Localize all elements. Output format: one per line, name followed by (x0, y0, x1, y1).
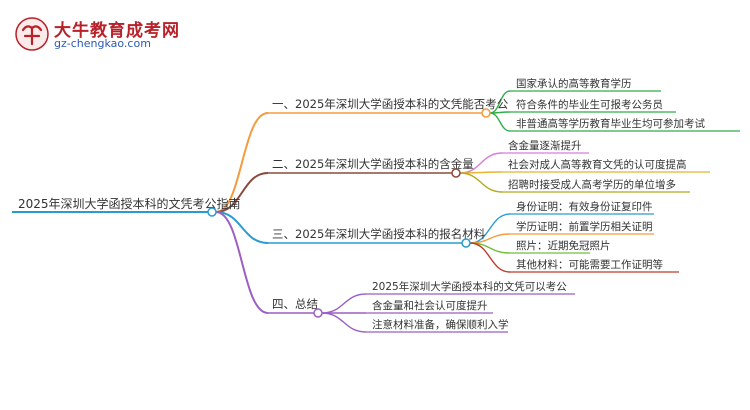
root-to-branch-4-edge (215, 211, 269, 314)
branch-4-label: 四、总结 (272, 297, 318, 311)
root-node-label: 2025年深圳大学函授本科的文凭考公指南 (18, 196, 241, 211)
branch-4-leaf-1-label: 2025年深圳大学函授本科的文凭可以考公 (372, 280, 567, 293)
root-to-branch-3-edge (215, 211, 269, 244)
branch-2-leaf-3-edge (459, 172, 503, 193)
root-to-branch-1-edge (215, 112, 269, 213)
branch-3-label: 三、2025年深圳大学函授本科的报名材料 (272, 227, 486, 241)
logo-url: gz-chengkao.com (54, 37, 151, 50)
branch-4-leaf-3-label: 注意材料准备，确保顺利入学 (372, 318, 509, 331)
branch-1-label: 一、2025年深圳大学函授本科的文凭能否考公 (272, 97, 509, 111)
branch-2-leaf-1-label: 含金量逐渐提升 (508, 139, 582, 152)
branch-3-leaf-4-label: 其他材料：可能需要工作证明等 (516, 258, 663, 271)
branch-3-leaf-4-edge (469, 242, 511, 273)
branch-2-label: 二、2025年深圳大学函授本科的含金量 (272, 157, 474, 171)
root-node-knob[interactable] (207, 207, 217, 217)
bull-logo-icon (15, 17, 49, 51)
logo-title: 大牛教育成考网 (54, 21, 180, 41)
branch-3-leaf-3-label: 照片：近期免冠照片 (516, 239, 611, 252)
branch-3-knob[interactable] (461, 238, 471, 248)
site-logo[interactable]: 大牛教育成考网 gz-chengkao.com (14, 14, 179, 54)
branch-3-leaf-2-label: 学历证明：前置学历相关证明 (516, 220, 653, 233)
branch-1-knob[interactable] (481, 108, 491, 118)
branch-4-leaf-2-label: 含金量和社会认可度提升 (372, 299, 488, 312)
branch-3-leaf-1-label: 身份证明：有效身份证复印件 (516, 200, 653, 213)
branch-4-knob[interactable] (313, 308, 323, 318)
branch-4-leaf-1-edge (321, 293, 367, 314)
root-to-branch-2-edge (215, 172, 269, 213)
branch-1-leaf-3-edge (489, 112, 511, 132)
branch-2-leaf-3-label: 招聘时接受成人高考学历的单位增多 (508, 178, 676, 191)
branch-4-leaf-3-edge (321, 312, 367, 333)
branch-2-leaf-2-label: 社会对成人高等教育文凭的认可度提高 (508, 158, 687, 171)
branch-2-knob[interactable] (451, 168, 461, 178)
branch-1-leaf-2-label: 符合条件的毕业生可报考公务员 (516, 98, 663, 111)
branch-1-leaf-1-label: 国家承认的高等教育学历 (516, 77, 632, 90)
branch-1-leaf-3-label: 非普通高等学历教育毕业生均可参加考试 (516, 117, 705, 130)
